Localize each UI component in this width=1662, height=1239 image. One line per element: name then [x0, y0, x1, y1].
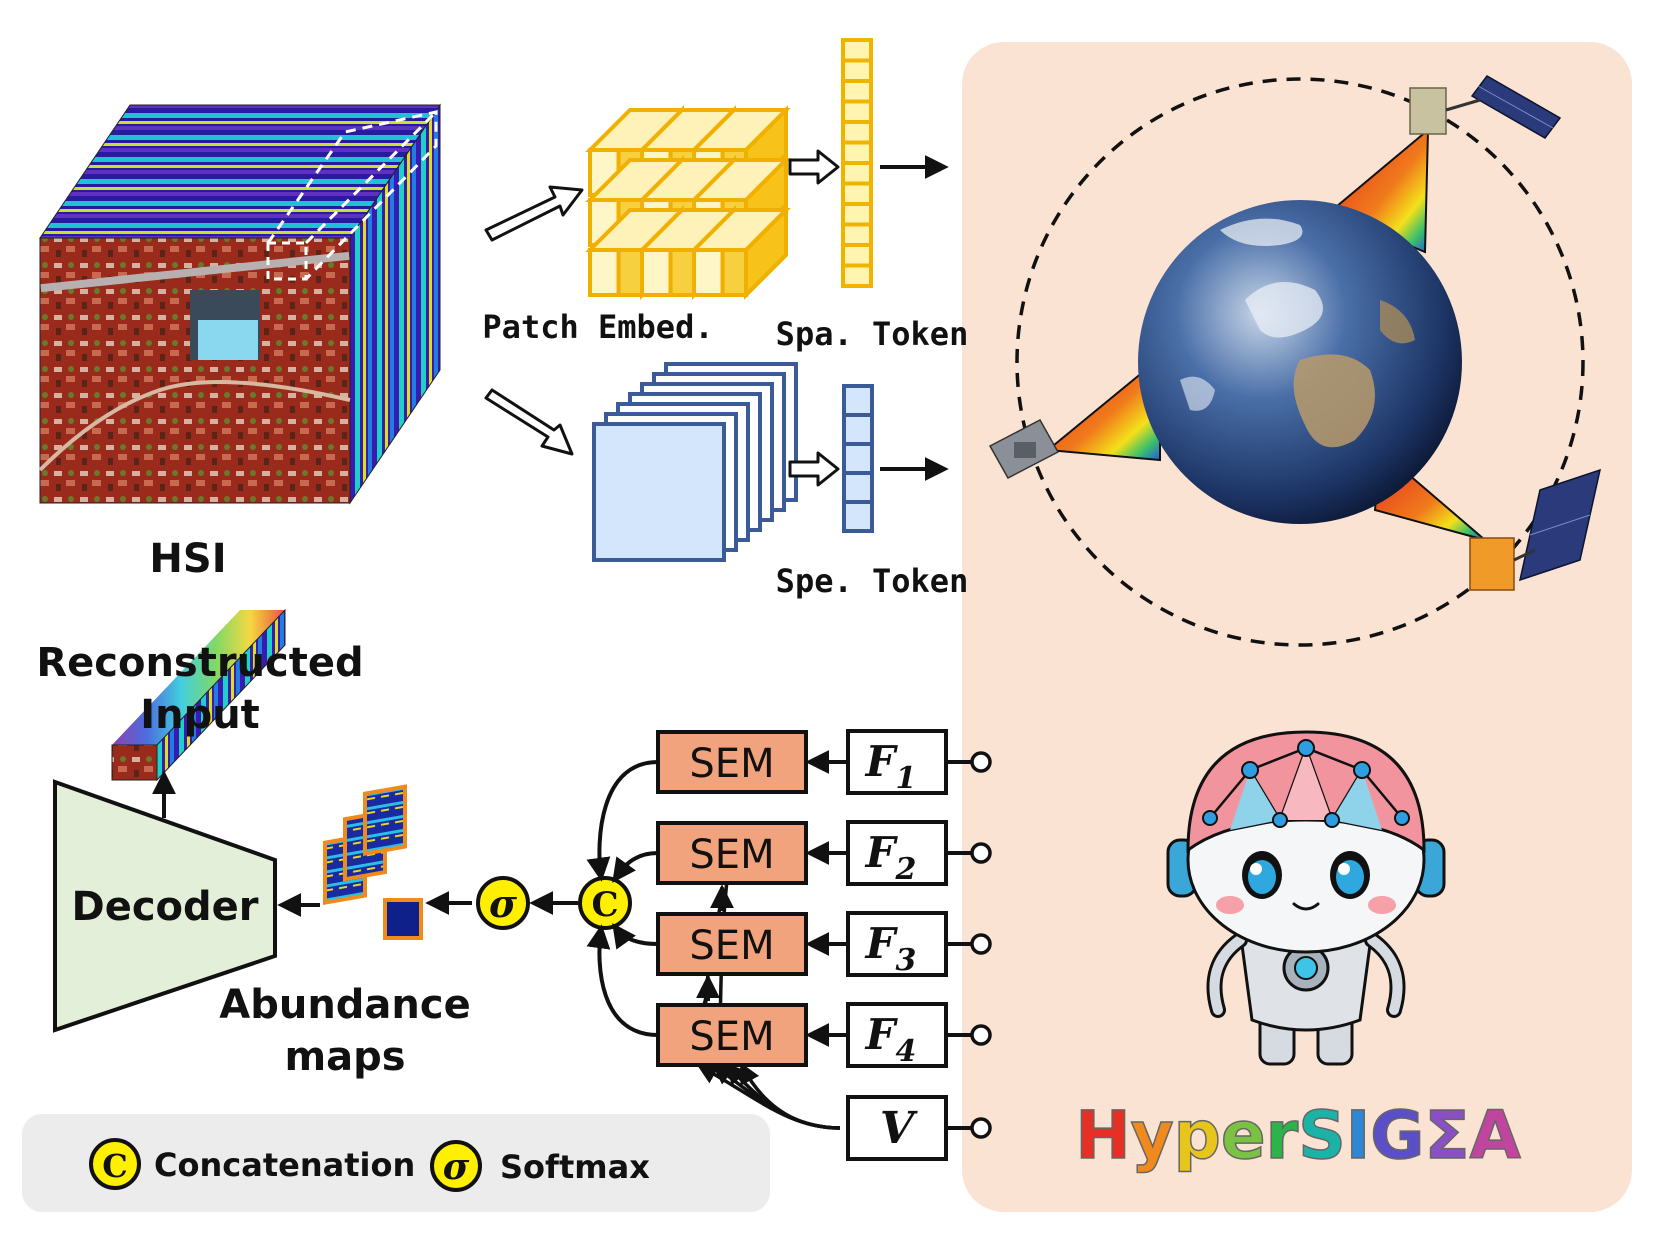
foundation-model-panel [962, 42, 1632, 1212]
patch-prism-front [720, 248, 748, 297]
hollow-arrow-to-patch [484, 185, 584, 242]
v-input-box [846, 1095, 948, 1161]
input-port [970, 1117, 992, 1139]
legend-box [22, 1114, 770, 1212]
sem-block-label: SEM [689, 923, 774, 969]
token-cell [841, 38, 873, 63]
input-port [970, 751, 992, 773]
hollow-arrow-to-spectral [484, 388, 574, 456]
feature-input-label: F2 [865, 828, 917, 887]
patch-prism-front [692, 248, 725, 297]
input-port [970, 842, 992, 864]
brand-letter: H [1075, 1097, 1130, 1174]
concat-op: C [578, 876, 632, 930]
token-cell [841, 120, 873, 145]
token-cell [842, 471, 874, 504]
patch-prism-front [588, 248, 621, 297]
sem-block-label: SEM [689, 832, 774, 878]
sem-to-concat-link [612, 851, 659, 883]
brand-letter: p [1174, 1097, 1221, 1174]
reconstructed-label: Reconstructed [36, 640, 363, 686]
token-cell [842, 500, 874, 533]
maps-label: maps [284, 1034, 405, 1080]
patch-embed-label: Patch Embed. [482, 308, 713, 346]
svg-text:C: C [102, 1147, 127, 1185]
token-cell [842, 384, 874, 417]
sem-to-concat-link [586, 760, 659, 882]
token-cell [842, 413, 874, 446]
token-cell [841, 140, 873, 165]
sem-to-concat-link [612, 923, 659, 950]
patch-embed-grid [585, 105, 791, 300]
svg-text:C: C [591, 885, 618, 925]
token-cell [842, 442, 874, 475]
satellite-bottom [1469, 468, 1602, 591]
brand-letter: I [1346, 1097, 1371, 1174]
robot-mascot [1166, 730, 1446, 1066]
token-cell [841, 161, 873, 186]
input-port [970, 933, 992, 955]
sem-block [656, 821, 808, 885]
token-cell [841, 79, 873, 104]
legend-softmax-icon: σ [430, 1140, 482, 1192]
input-port [970, 1024, 992, 1046]
satellite-left [988, 418, 1060, 480]
feature-input-label: F3 [865, 919, 917, 978]
token-cell [841, 58, 873, 83]
abundance-label: Abundance [219, 982, 470, 1028]
spectral-token-column [842, 384, 874, 533]
decoder-block [53, 779, 277, 1033]
brand-letter: S [1298, 1097, 1346, 1174]
token-cell [841, 181, 873, 206]
spe-token-label: Spe. Token [776, 562, 969, 600]
token-cell [841, 243, 873, 268]
brand-letter: Σ [1424, 1097, 1469, 1174]
v-input-label: V [880, 1103, 918, 1154]
satellite-top [1409, 75, 1562, 139]
hollow-arrow-to-spa-token [788, 149, 840, 185]
sem-block-label: SEM [689, 1014, 774, 1060]
legend-softmax-label: Softmax [500, 1148, 650, 1186]
v-fanout-link [740, 1062, 841, 1130]
token-cell [841, 99, 873, 124]
hsi-label: HSI [149, 536, 226, 582]
hollow-arrow-to-spe-token [788, 451, 840, 487]
sem-block [656, 730, 808, 794]
brand-letter: y [1131, 1097, 1174, 1174]
sem-block [656, 1003, 808, 1067]
svg-text:σ: σ [489, 881, 518, 926]
spectral-embed-frames [592, 362, 798, 562]
brand-letter: r [1266, 1097, 1299, 1174]
orbit-ring [1015, 77, 1585, 647]
spatial-token-column [841, 38, 873, 288]
legend-concat-label: Concatenation [154, 1146, 415, 1184]
brand-letter: A [1470, 1097, 1521, 1174]
abundance-maps-stack [323, 784, 423, 940]
spa-token-label: Spa. Token [776, 315, 969, 353]
patch-prism-front [640, 248, 673, 297]
brand-letter: e [1221, 1097, 1266, 1174]
earth-globe [1138, 200, 1462, 524]
feature-input-label: F1 [865, 737, 917, 796]
patch-prism-front [668, 248, 696, 297]
brand-wordmark: HyperSIGΣA [1075, 1097, 1520, 1174]
decoder-label: Decoder [71, 884, 258, 930]
input-label: Input [140, 692, 260, 738]
feature-input-label: F4 [865, 1010, 917, 1069]
softmax-op: σ [476, 876, 530, 930]
token-cell [841, 263, 873, 288]
sem-to-concat-link [586, 924, 659, 1037]
token-cell [841, 222, 873, 247]
sem-block-label: SEM [689, 741, 774, 787]
patch-prism-front [616, 248, 644, 297]
legend-concat-icon: C [89, 1138, 141, 1190]
hsi-cube [38, 103, 441, 505]
svg-text:σ: σ [443, 1146, 470, 1188]
token-cell [841, 202, 873, 227]
brand-letter: G [1370, 1097, 1424, 1174]
spectral-frame [592, 422, 726, 562]
reconstructed-input-bar [111, 608, 286, 782]
